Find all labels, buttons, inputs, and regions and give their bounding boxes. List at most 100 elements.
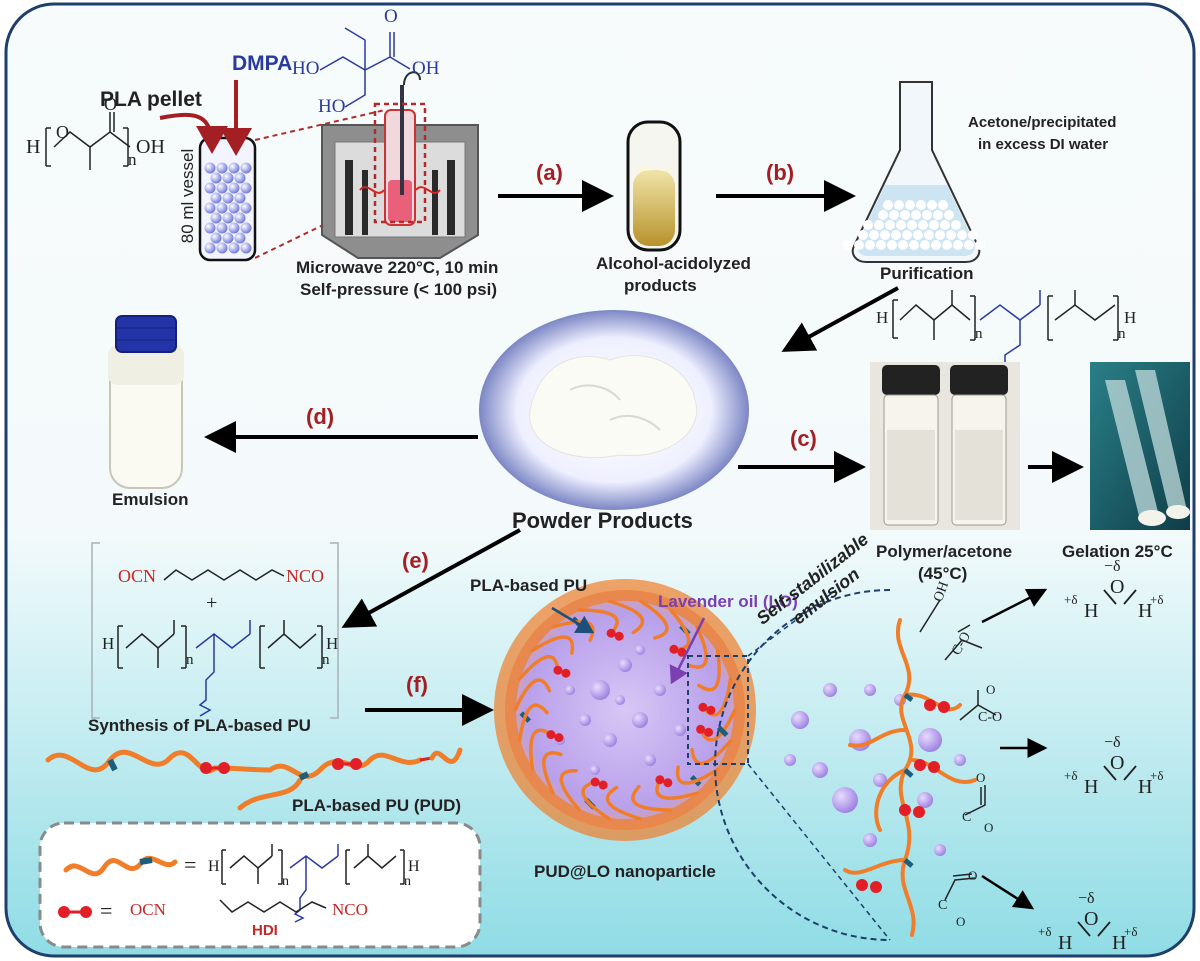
water1-h-left: H bbox=[1084, 600, 1099, 622]
legend-box bbox=[38, 821, 482, 949]
test-tube bbox=[626, 120, 682, 252]
water3-o: O bbox=[1084, 908, 1099, 930]
pp-n1: n bbox=[975, 326, 983, 342]
vessel-bead bbox=[204, 242, 216, 254]
microwave-reactor bbox=[321, 71, 479, 259]
pla-structure bbox=[45, 112, 131, 170]
hdi-bead bbox=[553, 665, 563, 675]
acetone-label-1: Acetone/precipitated bbox=[968, 114, 1117, 131]
hdi-structure bbox=[163, 569, 285, 581]
vessel-bead bbox=[222, 212, 234, 224]
precipitate-particle bbox=[880, 230, 890, 240]
lavender-droplet bbox=[618, 658, 632, 672]
precipitate-particle bbox=[894, 200, 904, 210]
powder-products-label: Powder Products bbox=[512, 508, 693, 533]
syn-nco: NCO bbox=[286, 566, 325, 586]
zoom-lavender-droplet bbox=[917, 792, 933, 808]
microwave-label-2: Self-pressure (< 100 psi) bbox=[300, 280, 498, 299]
zoom-o-4b: O bbox=[956, 914, 966, 929]
pu-structure bbox=[117, 620, 323, 717]
pp-n2: n bbox=[1118, 326, 1126, 342]
vessel-bead bbox=[204, 202, 216, 214]
zoom-lavender-droplet bbox=[954, 754, 966, 766]
vessel-bead bbox=[222, 172, 234, 184]
water2-dp-left: +δ bbox=[1064, 768, 1078, 783]
zoom-lavender-droplet bbox=[864, 684, 876, 696]
step-d-label: (d) bbox=[306, 404, 335, 429]
zoom-hdi-bead bbox=[856, 879, 868, 891]
water2-h-right: H bbox=[1138, 776, 1153, 798]
vessel-bead bbox=[222, 232, 234, 244]
precipitate-particle bbox=[902, 230, 912, 240]
step-a-label: (a) bbox=[536, 160, 563, 185]
zoom-lavender-droplet bbox=[863, 833, 877, 847]
pu-chain-segment bbox=[605, 785, 643, 821]
vessel-bead bbox=[228, 162, 240, 174]
powder-products-image bbox=[479, 310, 749, 510]
alcohol-label-2: products bbox=[624, 276, 697, 295]
zoom-lavender-droplet bbox=[934, 844, 946, 856]
nanoparticle bbox=[494, 579, 756, 841]
lavender-droplet bbox=[579, 714, 591, 726]
water2-o: O bbox=[1110, 752, 1125, 774]
pu-chain-segment bbox=[690, 739, 733, 766]
pla-h: H bbox=[26, 136, 41, 158]
legend-hdi-chain bbox=[219, 899, 327, 913]
water2-h-left: H bbox=[1084, 776, 1099, 798]
lavender-droplet bbox=[654, 684, 666, 696]
precipitate-particle bbox=[933, 210, 943, 220]
pu-chain-segment bbox=[529, 728, 553, 772]
precipitate-particle bbox=[843, 240, 853, 250]
arrow-water-1 bbox=[981, 588, 1048, 624]
vessel-bead bbox=[240, 242, 252, 254]
syn-h-right: H bbox=[326, 634, 339, 653]
erlenmeyer-flask bbox=[843, 81, 985, 263]
precipitate-particle bbox=[907, 220, 917, 230]
precipitate-particle bbox=[942, 240, 952, 250]
vessel-bead bbox=[210, 192, 222, 204]
legend-ocn: OCN bbox=[130, 900, 166, 919]
vessel-bead bbox=[216, 162, 228, 174]
vessel-bead bbox=[240, 222, 252, 234]
zoom-lavender-droplet bbox=[784, 754, 796, 766]
syn-n2: n bbox=[322, 652, 330, 668]
vessel-bead bbox=[216, 202, 228, 214]
syn-h-left: H bbox=[102, 634, 115, 653]
hdi-bead bbox=[546, 730, 556, 740]
alcohol-label-1: Alcohol-acidolyzed bbox=[596, 254, 751, 273]
precipitate-particle bbox=[920, 240, 930, 250]
dmpa-ho1: HO bbox=[292, 58, 320, 79]
precipitate-particle bbox=[858, 230, 868, 240]
water1-h-right: H bbox=[1138, 600, 1153, 622]
precipitate-particle bbox=[911, 210, 921, 220]
zoom-lavender-droplet bbox=[873, 773, 887, 787]
step-e-label: (e) bbox=[402, 548, 429, 573]
vessel-bead bbox=[240, 162, 252, 174]
step-c-label: (c) bbox=[790, 426, 817, 451]
precipitate-particle bbox=[874, 220, 884, 230]
water1-dp-right: +δ bbox=[1150, 592, 1164, 607]
lavender-droplet bbox=[644, 754, 656, 766]
pu-chain-segment bbox=[559, 768, 582, 812]
step-f-label: (f) bbox=[406, 672, 428, 697]
lavender-droplet bbox=[674, 724, 686, 736]
precipitate-particle bbox=[905, 200, 915, 210]
vessel-bead bbox=[210, 212, 222, 224]
zoom-o-1: O bbox=[986, 682, 996, 697]
hdi-bead bbox=[698, 702, 708, 712]
zoom-lavender-droplet bbox=[823, 683, 837, 697]
pu-chain-segment bbox=[577, 608, 619, 635]
legend-n1: n bbox=[282, 874, 289, 889]
precipitate-particle bbox=[854, 240, 864, 250]
pu-chain-segment bbox=[581, 780, 612, 821]
precipitate-particle bbox=[944, 210, 954, 220]
dmpa-link bbox=[716, 725, 729, 738]
vessel-label: 80 ml vessel bbox=[178, 148, 197, 244]
dmpa-ho2: HO bbox=[318, 96, 346, 117]
dmpa-structure bbox=[319, 27, 411, 108]
pud-label: PLA-based PU (PUD) bbox=[292, 796, 462, 815]
legend-eq-1: = bbox=[184, 852, 197, 877]
hdi-bead bbox=[590, 777, 600, 787]
vessel-bead bbox=[234, 212, 246, 224]
legend-eq-2: = bbox=[100, 898, 113, 923]
